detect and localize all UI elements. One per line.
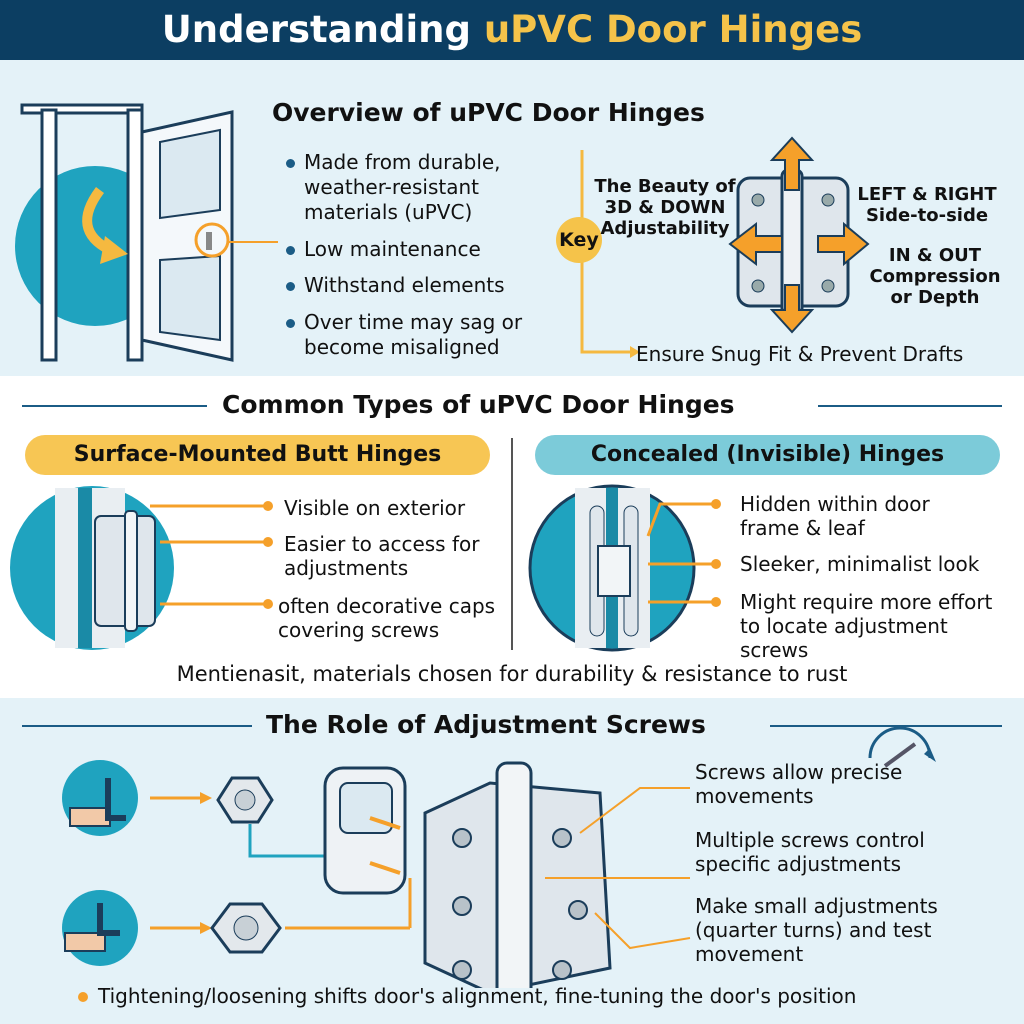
- in-out-label: IN & OUT Compression or Depth: [869, 245, 1001, 308]
- adjustment-illustration: [62, 760, 691, 988]
- types-heading: Common Types of uPVC Door Hinges: [222, 390, 735, 419]
- types-section: Common Types of uPVC Door Hinges Surface…: [0, 376, 1024, 698]
- key-text: The Beauty of 3D & DOWN Adjustability: [594, 176, 736, 239]
- concealed-pill: Concealed (Invisible) Hinges: [535, 435, 1000, 475]
- surface-pill: Surface-Mounted Butt Hinges: [25, 435, 490, 475]
- open-door-illustration: [15, 103, 278, 362]
- surface-bullet: often decorative caps covering screws: [278, 594, 496, 642]
- screw-rotate-icon: [868, 726, 936, 768]
- concealed-bullet: Hidden within door frame & leaf: [740, 492, 930, 540]
- screws-bottom: Tightening/loosening shifts door's align…: [98, 984, 857, 1008]
- concealed-bullet: Might require more effort to locate adju…: [740, 590, 993, 662]
- types-footer: Mentienasit, materials chosen for durabi…: [176, 662, 848, 686]
- overview-bullet: Low maintenance: [286, 237, 481, 261]
- title: Understanding: [161, 8, 484, 51]
- overview-heading: Overview of uPVC Door Hinges: [272, 98, 705, 127]
- 3d-adjust-diagram: [580, 136, 870, 358]
- surface-bullet: Easier to access for adjustments: [284, 532, 480, 580]
- column-divider: [511, 438, 513, 650]
- overview-section: Overview of uPVC Door Hinges Made from d…: [0, 60, 1024, 376]
- surface-bullet: Visible on exterior: [284, 496, 466, 520]
- title-highlight: uPVC Door Hinges: [483, 8, 863, 51]
- surface-hinge-illustration: [10, 486, 273, 650]
- divider: [818, 405, 1002, 407]
- overview-bullet: Withstand elements: [286, 273, 505, 297]
- divider: [22, 405, 207, 407]
- left-right-label: LEFT & RIGHT Side-to-side: [857, 184, 997, 226]
- key-badge: Key: [556, 217, 602, 263]
- divider: [770, 725, 1002, 727]
- screws-bullet: Make small adjustments (quarter turns) a…: [695, 894, 938, 966]
- screws-section: The Role of Adjustment Screws Screws all…: [0, 698, 1024, 1024]
- overview-bullet: Over time may sag or become misaligned: [286, 310, 554, 360]
- screws-heading: The Role of Adjustment Screws: [266, 710, 706, 739]
- screws-bullet: Screws allow precise movements: [695, 760, 903, 808]
- screws-bullet: Multiple screws control specific adjustm…: [695, 828, 925, 876]
- concealed-hinge-illustration: [528, 484, 721, 652]
- header: Understanding uPVC Door Hinges: [0, 0, 1024, 60]
- concealed-bullet: Sleeker, minimalist look: [740, 552, 980, 576]
- snug-fit-text: Ensure Snug Fit & Prevent Drafts: [636, 342, 964, 366]
- divider: [22, 725, 252, 727]
- bullet-dot: [78, 992, 88, 1002]
- overview-bullet: Made from durable, weather-resistant mat…: [286, 150, 544, 225]
